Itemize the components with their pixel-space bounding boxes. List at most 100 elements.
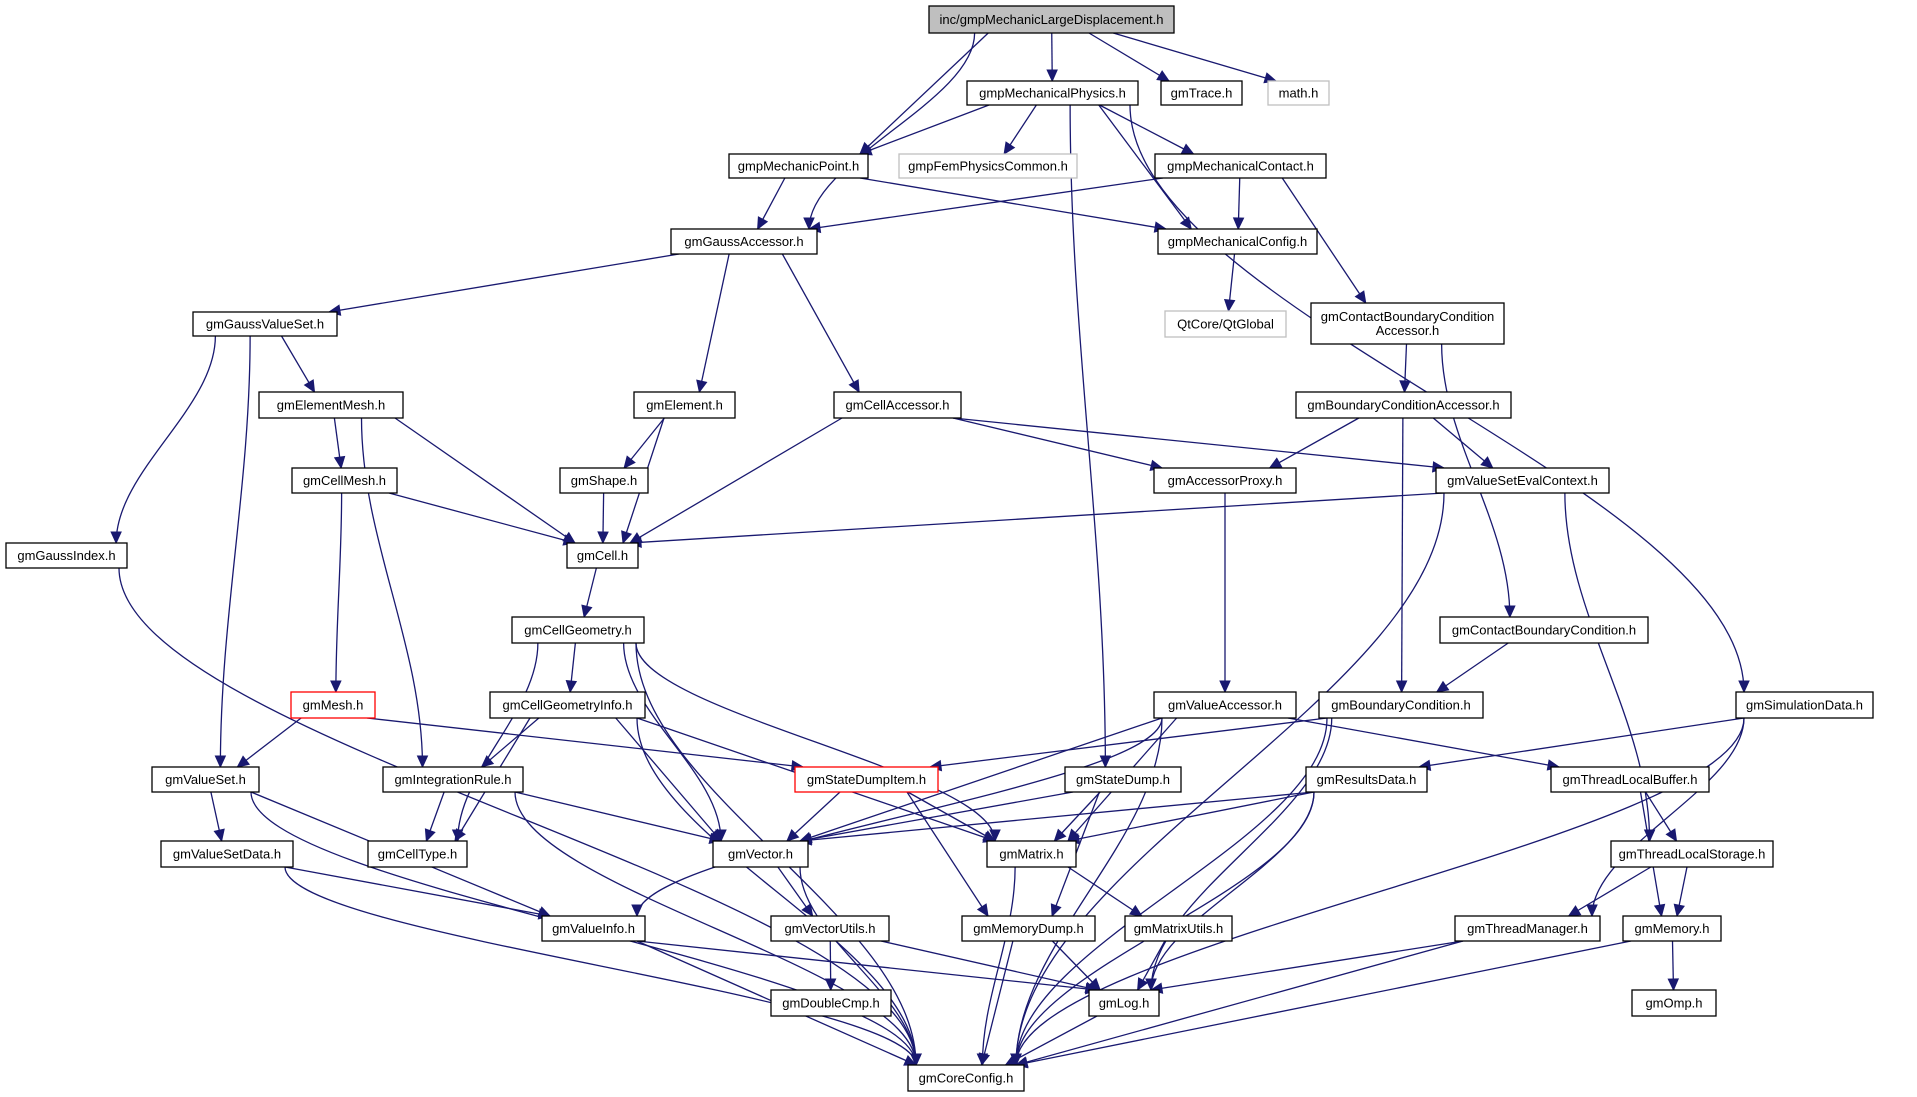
node-valacc[interactable]: gmValueAccessor.h	[1153, 691, 1297, 719]
arrowhead-icon	[1223, 298, 1236, 313]
node-box	[1550, 766, 1710, 793]
node-mcontact[interactable]: gmpMechanicalContact.h	[1154, 153, 1327, 179]
edge-mconfig-to-qtglobal	[1223, 253, 1236, 313]
edge-physics-to-statedump	[1069, 104, 1112, 769]
arrowhead-icon	[597, 531, 609, 545]
node-label: gmCellType.h	[378, 847, 457, 862]
edge-cellacc-to-accproxy	[952, 417, 1164, 471]
node-gaussvs[interactable]: gmGaussValueSet.h	[192, 311, 338, 337]
node-box	[907, 1064, 1025, 1092]
node-box	[1305, 766, 1428, 793]
node-accproxy[interactable]: gmAccessorProxy.h	[1153, 467, 1297, 494]
node-matrix[interactable]: gmMatrix.h	[986, 840, 1077, 868]
arrowhead-icon	[1665, 828, 1678, 843]
arrowhead-icon	[236, 755, 251, 768]
node-matutils[interactable]: gmMatrixUtils.h	[1124, 915, 1233, 942]
node-physics[interactable]: gmpMechanicalPhysics.h	[966, 80, 1139, 106]
node-vsevalctx[interactable]: gmValueSetEvalContext.h	[1435, 467, 1610, 494]
arrowhead-icon	[1128, 904, 1143, 917]
edge-cellacc-to-cell	[628, 417, 843, 544]
arrowhead-icon	[1653, 903, 1666, 918]
node-mconfig[interactable]: gmpMechanicalConfig.h	[1157, 228, 1318, 255]
arrowhead-icon	[1087, 977, 1101, 991]
node-element[interactable]: gmElement.h	[633, 391, 736, 419]
node-log[interactable]: gmLog.h	[1088, 989, 1160, 1017]
node-cellmesh[interactable]: gmCellMesh.h	[291, 467, 398, 494]
node-box	[961, 915, 1096, 942]
node-box	[633, 391, 736, 419]
edge-gaussacc-to-gaussvs	[327, 253, 680, 316]
node-tlstorage[interactable]: gmThreadLocalStorage.h	[1610, 840, 1774, 868]
node-vsdata[interactable]: gmValueSetData.h	[160, 840, 294, 868]
node-bcacc[interactable]: gmBoundaryConditionAccessor.h	[1295, 391, 1512, 419]
node-box	[566, 542, 639, 569]
node-tlbuffer[interactable]: gmThreadLocalBuffer.h	[1550, 766, 1710, 793]
edge-cbc-to-bc	[1435, 642, 1509, 693]
edge-gaussvs-to-elemmesh	[280, 335, 316, 394]
node-label: gmAccessorProxy.h	[1168, 473, 1283, 488]
node-bc[interactable]: gmBoundaryCondition.h	[1318, 691, 1484, 719]
node-vecutils[interactable]: gmVectorUtils.h	[770, 915, 890, 942]
edge-cellacc-to-vsevalctx	[952, 417, 1446, 473]
node-memdump[interactable]: gmMemoryDump.h	[961, 915, 1096, 942]
node-label: gmIntegrationRule.h	[394, 772, 511, 787]
edge-matrix-to-coreconfig	[976, 866, 1016, 1067]
node-results[interactable]: gmResultsData.h	[1305, 766, 1428, 793]
node-box	[1439, 616, 1649, 644]
node-threadmgr[interactable]: gmThreadManager.h	[1454, 915, 1601, 942]
node-label: gmMemoryDump.h	[973, 921, 1084, 936]
node-label: gmDoubleCmp.h	[782, 996, 880, 1011]
edge-gaussacc-to-element	[696, 253, 730, 394]
node-femcommon[interactable]: gmpFemPhysicsCommon.h	[898, 153, 1078, 179]
node-box	[966, 80, 1139, 106]
node-shape[interactable]: gmShape.h	[559, 467, 649, 494]
edge-gaussvs-to-gaussidx	[110, 335, 217, 545]
node-cellacc[interactable]: gmCellAccessor.h	[833, 391, 962, 419]
node-qtglobal[interactable]: QtCore/QtGlobal	[1164, 310, 1287, 338]
node-cell[interactable]: gmCell.h	[566, 542, 639, 569]
node-cellgeom[interactable]: gmCellGeometry.h	[511, 616, 645, 644]
node-box	[1622, 915, 1722, 942]
node-box	[382, 766, 524, 793]
node-omp[interactable]: gmOmp.h	[1631, 989, 1717, 1017]
node-coreconfig[interactable]: gmCoreConfig.h	[907, 1064, 1025, 1092]
node-valinfo[interactable]: gmValueInfo.h	[541, 915, 646, 942]
node-vector[interactable]: gmVector.h	[712, 840, 809, 868]
node-cbc[interactable]: gmContactBoundaryCondition.h	[1439, 616, 1649, 644]
node-label: QtCore/QtGlobal	[1177, 317, 1274, 332]
node-mpoint[interactable]: gmpMechanicPoint.h	[728, 153, 869, 179]
node-doublecmp[interactable]: gmDoubleCmp.h	[770, 989, 892, 1017]
edge-simdata-to-threadmgr	[1586, 717, 1745, 918]
node-label: gmpMechanicalPhysics.h	[979, 86, 1126, 101]
node-label: gmCell.h	[577, 548, 628, 563]
arrowhead-icon	[1673, 903, 1685, 918]
node-root[interactable]: inc/gmpMechanicLargeDisplacement.h	[928, 5, 1175, 34]
node-elemmesh[interactable]: gmElementMesh.h	[258, 391, 404, 419]
node-label: gmCellGeometryInfo.h	[502, 698, 632, 713]
node-statedump[interactable]: gmStateDump.h	[1064, 766, 1182, 793]
node-label: gmpFemPhysicsCommon.h	[908, 159, 1068, 174]
node-gaussidx[interactable]: gmGaussIndex.h	[5, 542, 128, 569]
node-simdata[interactable]: gmSimulationData.h	[1735, 691, 1874, 719]
node-sditem[interactable]: gmStateDumpItem.h	[794, 766, 939, 793]
arrowhead-icon	[330, 680, 342, 694]
node-memory[interactable]: gmMemory.h	[1622, 915, 1722, 942]
node-mesh[interactable]: gmMesh.h	[290, 691, 376, 719]
node-celltype[interactable]: gmCellType.h	[367, 840, 468, 868]
node-trace[interactable]: gmTrace.h	[1160, 80, 1243, 106]
arrowhead-icon	[824, 978, 837, 992]
node-valueset[interactable]: gmValueSet.h	[151, 766, 260, 793]
node-label: gmValueAccessor.h	[1168, 698, 1282, 713]
node-box	[712, 840, 809, 868]
node-math[interactable]: math.h	[1267, 80, 1330, 106]
node-intrule[interactable]: gmIntegrationRule.h	[382, 766, 524, 793]
edges-layer	[110, 32, 1750, 1069]
node-label: gmCellAccessor.h	[845, 398, 949, 413]
node-cellgeominfo[interactable]: gmCellGeometryInfo.h	[489, 691, 646, 719]
node-label: math.h	[1279, 86, 1319, 101]
edge-vector-to-coreconfig	[799, 866, 922, 1067]
edge-mcontact-to-cbcacc	[1281, 177, 1367, 305]
node-gaussacc[interactable]: gmGaussAccessor.h	[670, 228, 818, 255]
